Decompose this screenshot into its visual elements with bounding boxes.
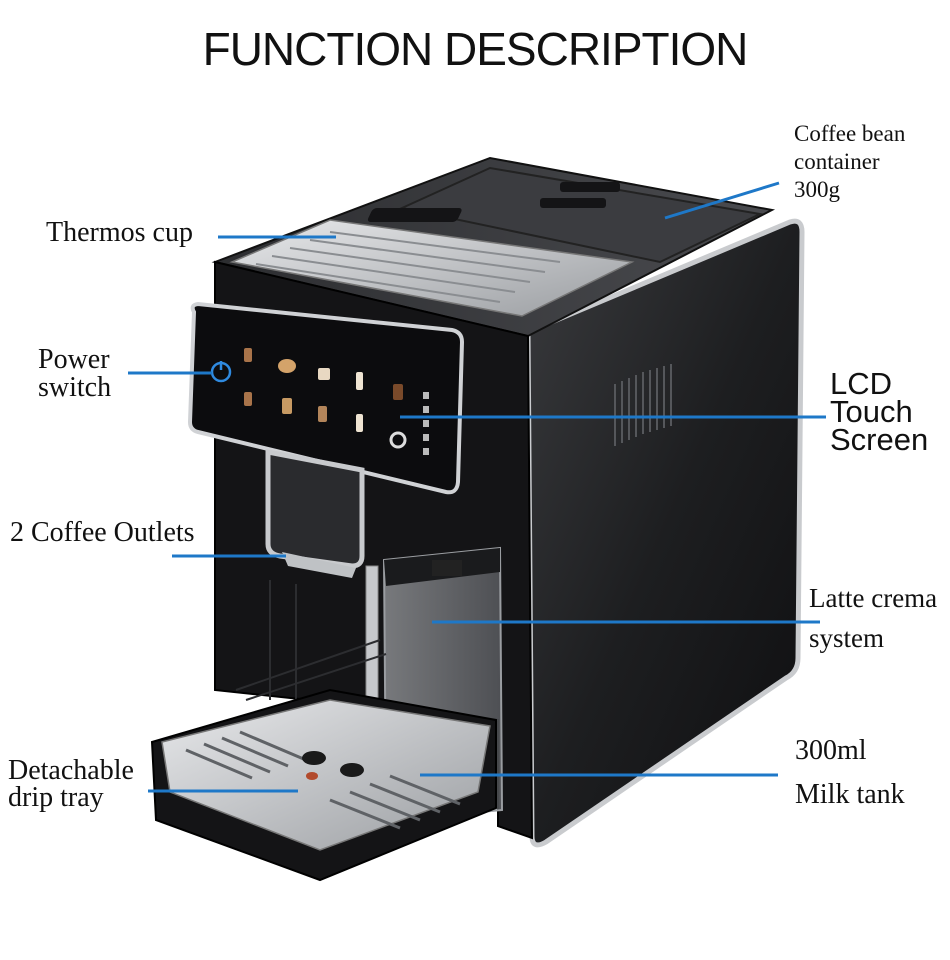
label-coffee-bean-container: Coffee bean container 300g: [794, 121, 906, 202]
page-title: FUNCTION DESCRIPTION: [202, 23, 749, 75]
coffee-outlet-housing: [265, 448, 365, 578]
cup-area: [235, 580, 387, 706]
bean-container-lid: [367, 182, 620, 222]
label-drip-tray: Detachable drip tray: [8, 755, 134, 813]
drink-icons[interactable]: [244, 348, 407, 449]
label-lcd-touch-screen: LCD Touch Screen: [830, 366, 929, 457]
label-milk-tank: 300ml Milk tank: [795, 735, 905, 810]
label-power-switch: Power switch: [38, 344, 112, 403]
leader-line-coffee-bean: [664, 181, 780, 220]
drip-tray: [150, 688, 497, 882]
label-latte-crema-system: Latte crema system: [809, 583, 938, 653]
thermos-cup-plate: [229, 219, 635, 317]
side-panel: [525, 218, 805, 848]
label-coffee-outlets: 2 Coffee Outlets: [10, 517, 195, 548]
leader-lines: [128, 181, 826, 793]
label-thermos-cup: Thermos cup: [46, 217, 193, 248]
status-icons: [423, 392, 429, 455]
